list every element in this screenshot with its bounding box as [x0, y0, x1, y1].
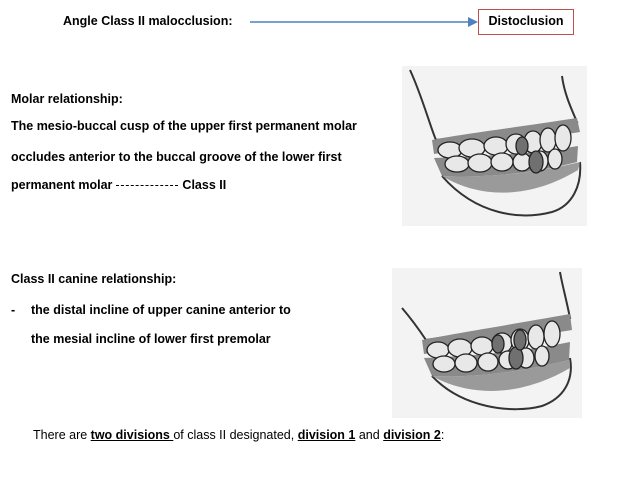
distoclusion-label: Distoclusion — [488, 14, 564, 28]
canine-jaw-illustration — [392, 268, 582, 418]
molar-line-3-start: permanent molar — [11, 178, 113, 192]
slide-title: Angle Class II malocclusion: — [63, 14, 233, 28]
molar-jaw-illustration — [402, 66, 587, 226]
divisions-sentence: There are two divisions of class II desi… — [33, 428, 444, 442]
dashed-connector — [116, 185, 179, 187]
divisions-prefix: There are — [33, 428, 91, 442]
canine-line-1: the distal incline of upper canine anter… — [31, 303, 291, 317]
molar-line-3: permanent molar Class II — [11, 178, 226, 192]
canine-line-2: the mesial incline of lower first premol… — [31, 332, 271, 346]
molar-line-2: occludes anterior to the buccal groove o… — [11, 150, 342, 164]
division-1-text: division 1 — [297, 428, 356, 442]
arrow-icon — [250, 17, 478, 27]
divisions-end: : — [440, 428, 445, 442]
canine-bullet: - — [11, 303, 16, 317]
divisions-middle: of class II designated, — [173, 428, 298, 442]
molar-heading: Molar relationship: — [11, 92, 123, 106]
molar-line-1: The mesio-buccal cusp of the upper first… — [11, 119, 357, 133]
canine-heading: Class II canine relationship: — [11, 272, 177, 286]
distoclusion-box: Distoclusion — [478, 9, 574, 35]
molar-line-3-end: Class II — [182, 178, 227, 192]
two-divisions-text: two divisions — [90, 428, 174, 442]
division-2-text: division 2 — [383, 428, 441, 442]
divisions-and: and — [355, 428, 384, 442]
